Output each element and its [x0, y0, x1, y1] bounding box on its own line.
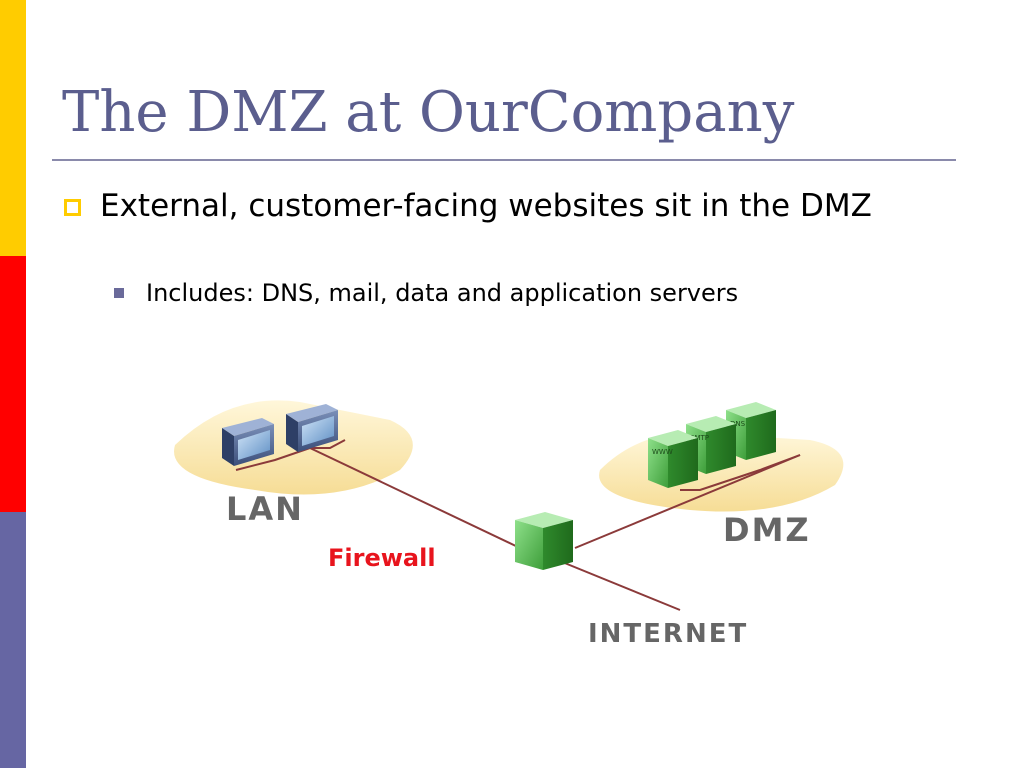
- sub-bullet-text: Includes: DNS, mail, data and applicatio…: [146, 279, 739, 307]
- bullet-square-icon: [64, 199, 81, 216]
- bullet-text: External, customer-facing websites sit i…: [100, 188, 872, 224]
- accent-stripe-blue: [0, 512, 26, 768]
- slide-title: The DMZ at OurCompany: [62, 80, 795, 145]
- firewall-server-icon: [515, 512, 573, 570]
- server-label: WWW: [652, 448, 673, 456]
- dmz-label: DMZ: [723, 511, 811, 549]
- lan-pc-icon: [286, 404, 338, 452]
- server-label: DNS: [730, 420, 746, 428]
- firewall-label: Firewall: [328, 544, 436, 572]
- sub-bullet-square-icon: [114, 288, 124, 298]
- www-server-icon: WWW: [648, 430, 698, 488]
- accent-stripe-yellow: [0, 0, 26, 256]
- internet-label: INTERNET: [588, 619, 748, 649]
- accent-stripe-red: [0, 256, 26, 512]
- lan-pc-icon: [222, 418, 274, 466]
- lan-label: LAN: [226, 490, 304, 528]
- server-label: SMTP: [690, 434, 709, 442]
- title-divider: [52, 159, 956, 161]
